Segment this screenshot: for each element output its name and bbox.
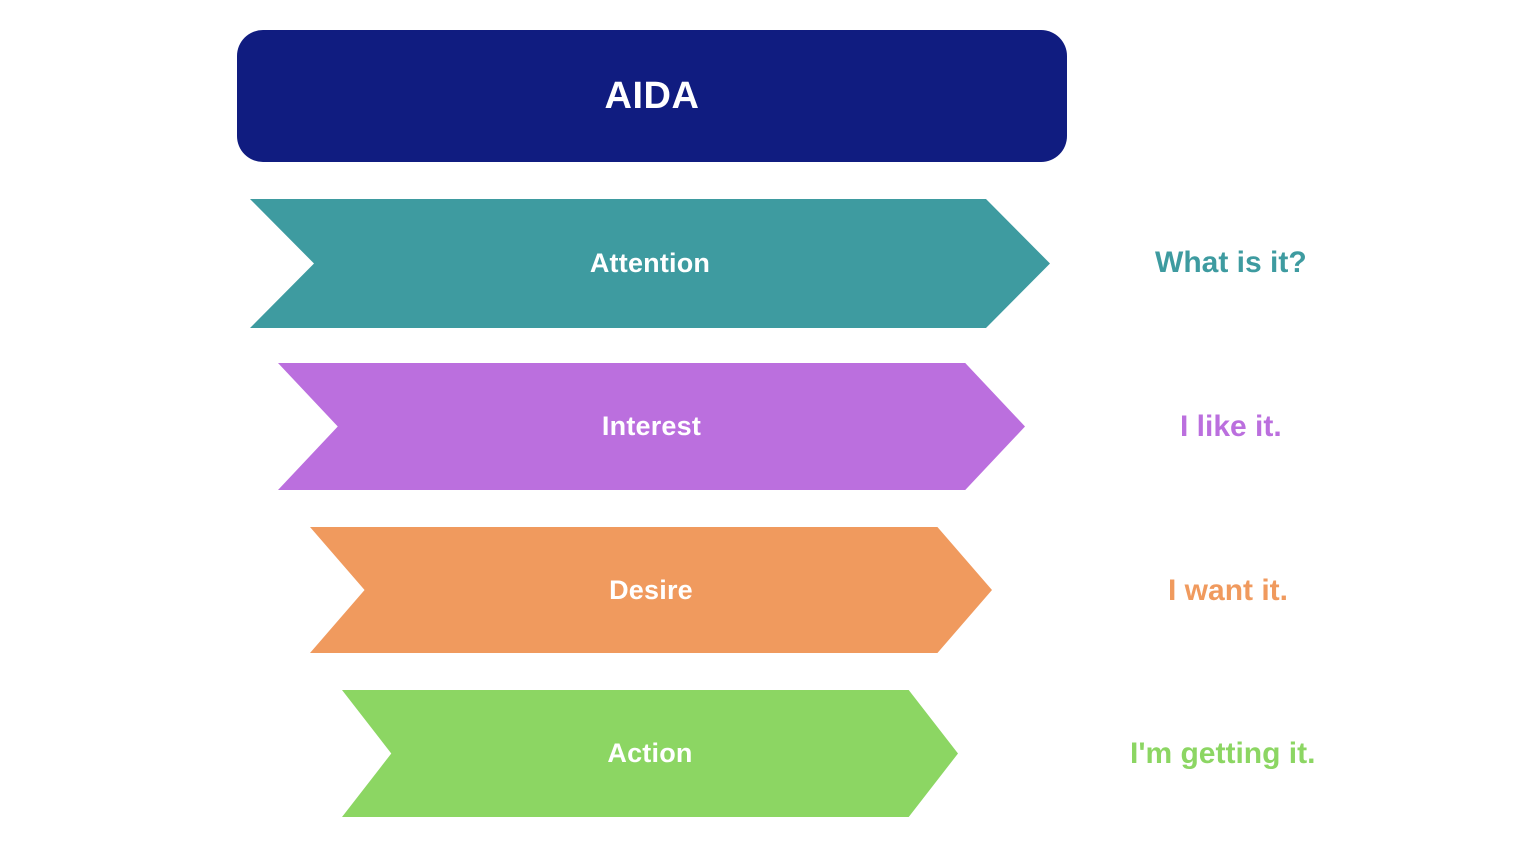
stage-caption: I'm getting it. [1130,737,1316,770]
stage-label: Action [607,738,693,768]
stage-banner-interest[interactable]: Interest [278,363,1025,490]
stage-banner-action[interactable]: Action [342,690,958,817]
stage-caption: I want it. [1168,574,1288,607]
page-title: AIDA [604,75,700,117]
stage-label: Desire [609,574,693,605]
stage-label: Interest [601,411,702,441]
diagram-header: AIDA [237,30,1067,162]
stage-caption: What is it? [1155,246,1307,279]
stage-banner-attention[interactable]: Attention [250,199,1050,328]
stage-banner-desire[interactable]: Desire [310,527,992,653]
stage-label: Attention [589,248,711,278]
stage-caption: I like it. [1180,410,1282,443]
